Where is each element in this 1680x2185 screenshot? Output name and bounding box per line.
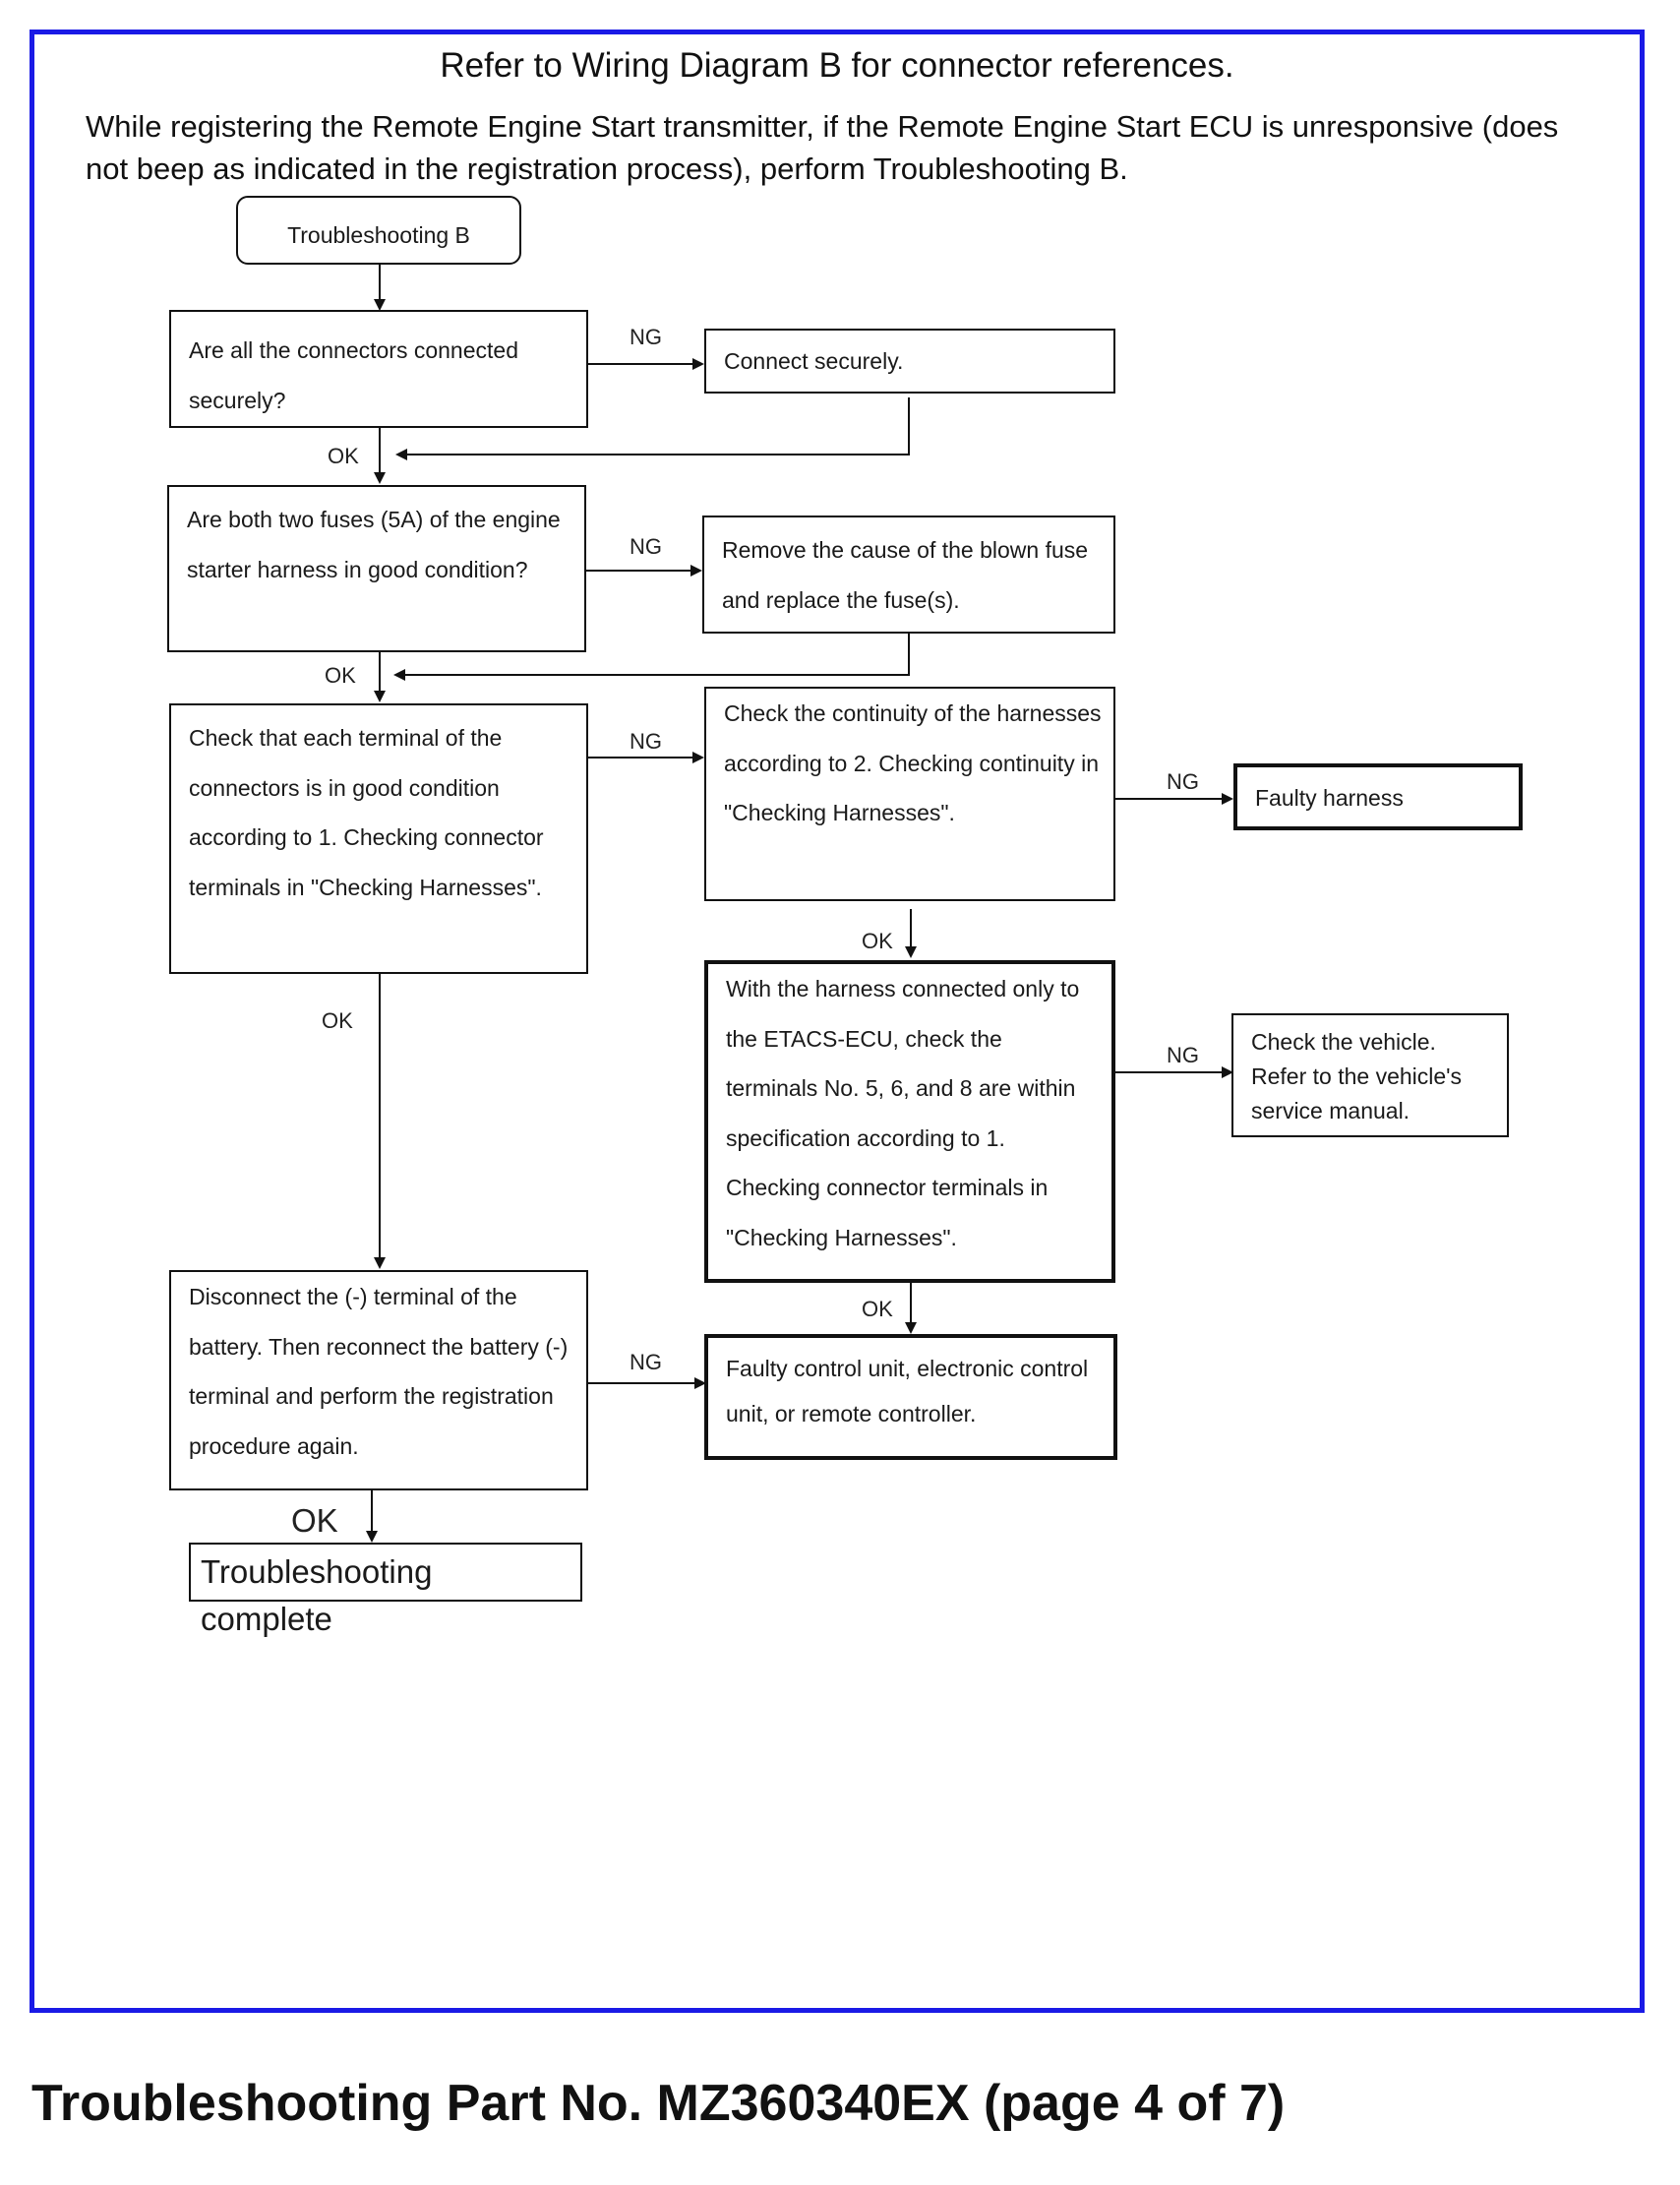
step-6-text: Disconnect the (-) terminal of the batte… xyxy=(189,1284,569,1459)
ng-label: NG xyxy=(630,534,662,559)
ng-label: NG xyxy=(1167,1043,1199,1067)
step-1-ng-text: Connect securely. xyxy=(724,348,904,374)
ok-label: OK xyxy=(291,1502,338,1539)
step-2-text: Are both two fuses (5A) of the engine st… xyxy=(187,507,561,582)
page-caption: Troubleshooting Part No. MZ360340EX (pag… xyxy=(31,2075,1286,2132)
start-label: Troubleshooting B xyxy=(287,222,470,248)
ok-label: OK xyxy=(328,444,359,468)
diagram-frame: Refer to Wiring Diagram B for connector … xyxy=(30,30,1645,2013)
step-3-question: Check that each terminal of the connecto… xyxy=(169,703,588,974)
ok-label: OK xyxy=(862,929,893,953)
step-6-ng-result: Faulty control unit, electronic control … xyxy=(704,1334,1117,1460)
end-node: Troubleshooting complete xyxy=(189,1543,582,1637)
step-2-ng-action: Remove the cause of the blown fuse and r… xyxy=(702,516,1115,634)
step-5-ng-action: Check the vehicle. Refer to the vehicle'… xyxy=(1231,1013,1509,1137)
step-1-text: Are all the connectors connected securel… xyxy=(189,337,518,413)
ng-label: NG xyxy=(630,1350,662,1374)
arrow-a2-return xyxy=(393,634,910,681)
ng-label: NG xyxy=(630,325,662,349)
ng-label: NG xyxy=(630,729,662,754)
step-1-question: Are all the connectors connected securel… xyxy=(169,310,588,428)
arrow-a1-return xyxy=(395,397,910,460)
ok-label: OK xyxy=(325,663,356,688)
step-2-ng-text: Remove the cause of the blown fuse and r… xyxy=(722,537,1089,613)
step-3-text: Check that each terminal of the connecto… xyxy=(189,725,544,900)
start-node: Troubleshooting B xyxy=(236,196,521,265)
step-4-question: Check the continuity of the harnesses ac… xyxy=(704,687,1115,901)
step-6-ng-text: Faulty control unit, electronic control … xyxy=(726,1356,1089,1426)
step-5-ng-text: Check the vehicle. Refer to the vehicle'… xyxy=(1251,1029,1463,1123)
step-4-text: Check the continuity of the harnesses ac… xyxy=(724,700,1102,825)
ok-label: OK xyxy=(862,1297,893,1321)
reference-note: Refer to Wiring Diagram B for connector … xyxy=(440,46,1234,85)
ng-label: NG xyxy=(1167,769,1199,794)
step-4-ng-result: Faulty harness xyxy=(1233,763,1523,830)
step-4-ng-text: Faulty harness xyxy=(1255,785,1404,811)
step-1-ng-action: Connect securely. xyxy=(704,329,1115,394)
end-label: Troubleshooting complete xyxy=(201,1553,433,1637)
ok-label: OK xyxy=(322,1008,353,1033)
step-5-question: With the harness connected only to the E… xyxy=(704,960,1115,1283)
step-6-question: Disconnect the (-) terminal of the batte… xyxy=(169,1270,588,1490)
step-2-question: Are both two fuses (5A) of the engine st… xyxy=(167,485,586,652)
intro-text: While registering the Remote Engine Star… xyxy=(86,109,1559,186)
step-5-text: With the harness connected only to the E… xyxy=(726,976,1080,1250)
